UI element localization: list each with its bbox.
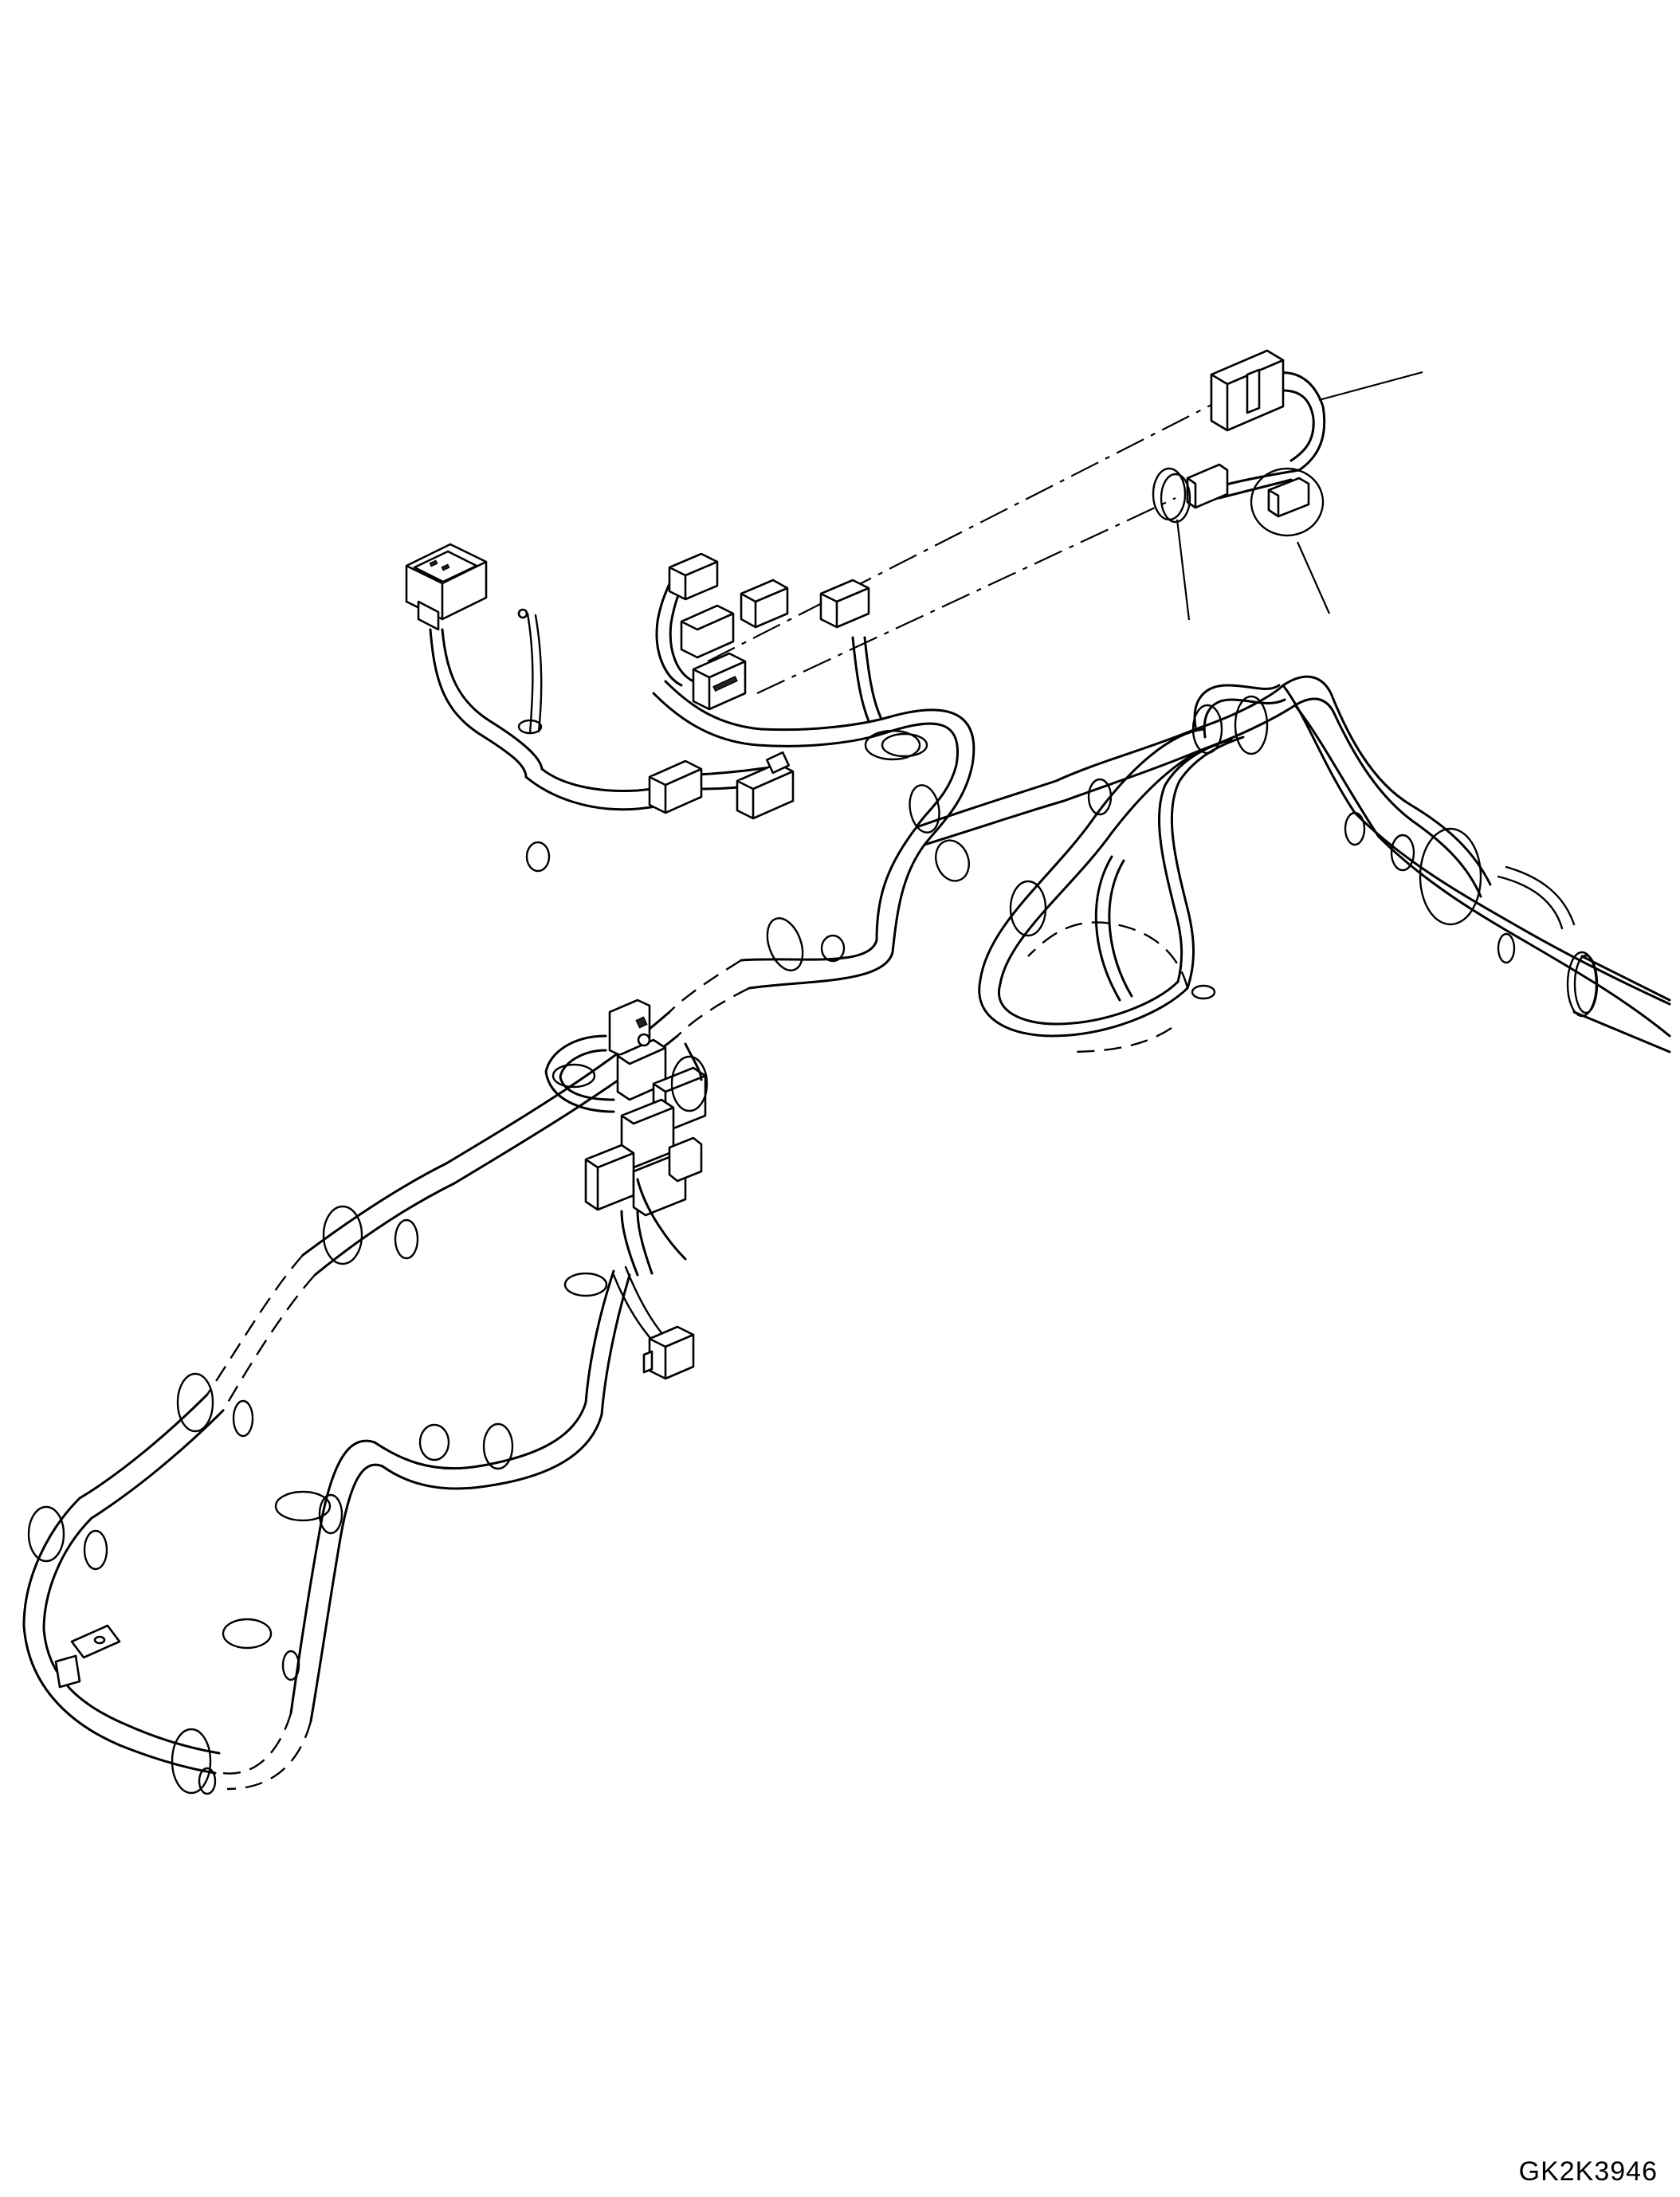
ring-ties — [27, 695, 1599, 1795]
upper-left-branch — [429, 572, 975, 846]
top-right-clamps — [1152, 467, 1325, 537]
top-right-connector-socket — [1267, 477, 1310, 518]
wire-tip — [517, 608, 528, 619]
callout-leaders — [1176, 371, 1423, 621]
rocker-switch — [405, 543, 488, 631]
leader-line-middle — [1176, 519, 1191, 621]
main-harness-trunk — [22, 684, 1671, 1775]
left-lower-branch — [222, 1265, 679, 1791]
leader-line-right — [1296, 541, 1331, 614]
install-line-upper — [707, 404, 1212, 662]
drawing-number: GK2K3946 — [1518, 2156, 1658, 2187]
central-loop — [978, 675, 1576, 1053]
upper-branch-connectors — [648, 751, 795, 820]
clamp-ring-large — [1250, 467, 1325, 537]
center-connector-cluster — [668, 552, 870, 711]
top-right-connector-large — [1210, 349, 1285, 432]
mounting-clip — [54, 1624, 121, 1689]
installation-lines — [707, 404, 1212, 694]
leader-line-top — [1318, 371, 1423, 402]
top-right-connector-small — [1186, 463, 1229, 509]
top-right-bundle — [1218, 371, 1326, 500]
central-relay-block — [584, 998, 707, 1217]
lower-middle-connector — [642, 1325, 695, 1380]
central-block-ring — [670, 1055, 709, 1112]
central-block-wires — [544, 1034, 709, 1277]
install-line-lower — [756, 497, 1176, 694]
clamp-ring-2 — [1160, 473, 1191, 524]
